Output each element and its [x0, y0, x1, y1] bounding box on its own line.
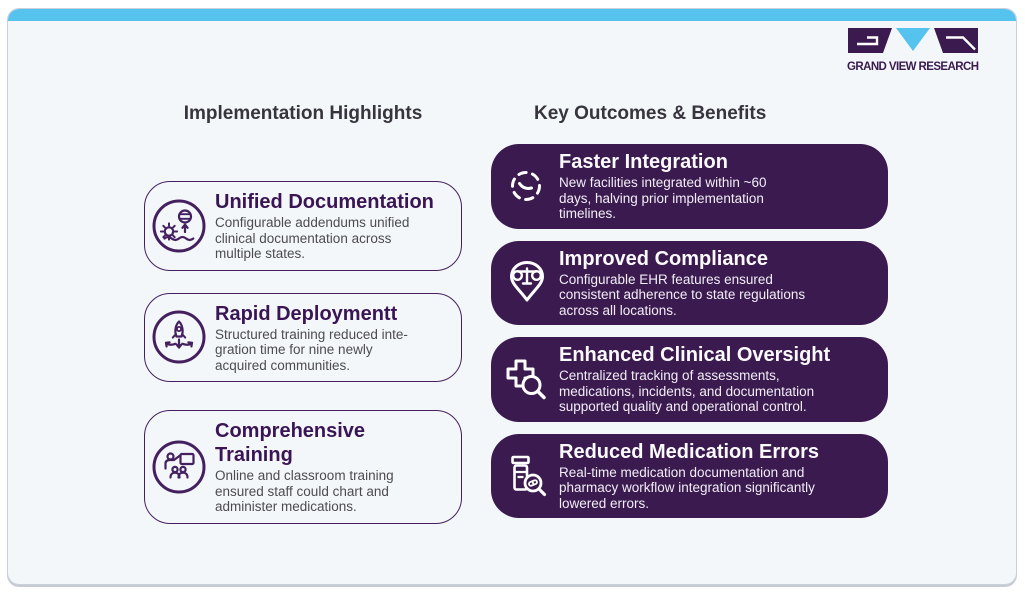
outcome-card-faster-integration: Faster Integration New facilities integr… — [491, 144, 888, 229]
card-title: Faster Integration — [559, 151, 728, 173]
card-text: Unified Documentation Configurable adden… — [215, 190, 434, 262]
classroom-training-icon — [151, 439, 207, 495]
outcome-card-enhanced-clinical-oversight: Enhanced Clinical Oversight Centralized … — [491, 337, 888, 422]
top-accent-bar — [8, 9, 1016, 21]
card-description: Configurable addendums unified clinical … — [215, 215, 410, 261]
card-title: Rapid Deploymentt — [215, 302, 398, 325]
card-title: Unified Documentation — [215, 191, 434, 213]
card-description: New facilities integrated within ~60 day… — [559, 175, 767, 221]
grand-view-research-logo: GRAND VIEW RESEARCH — [846, 28, 994, 76]
card-title: Reduced Medication Errors — [559, 440, 820, 463]
logo-wordmark: GRAND VIEW RESEARCH — [847, 61, 980, 73]
card-text: Faster Integration New facilities integr… — [559, 151, 766, 222]
highlight-card-rapid-deployment: Rapid Deploymentt Structured training re… — [144, 292, 462, 382]
card-description: Centralized tracking of assessments, med… — [559, 368, 815, 414]
key-outcomes-column: Key Outcomes & Benefits Faster Integrati… — [491, 101, 888, 518]
card-text: Reduced Medication Errors Real-time medi… — [559, 441, 819, 512]
card-title: Comprehensive Training — [215, 420, 366, 466]
card-text: Comprehensive Training Online and classr… — [215, 419, 447, 515]
card-title: Enhanced Clinical Oversight — [559, 344, 831, 366]
pill-bottle-magnifier-icon — [503, 451, 551, 501]
rocket-deploy-icon — [151, 309, 207, 365]
outcome-card-reduced-medication-errors: Reduced Medication Errors Real-time medi… — [491, 433, 888, 518]
gear-launch-icon — [151, 198, 207, 254]
dashed-gauge-icon — [503, 161, 551, 211]
highlight-card-unified-documentation: Unified Documentation Configurable adden… — [144, 181, 462, 271]
card-text: Improved Compliance Configurable EHR fea… — [559, 248, 805, 319]
infographic-board: GRAND VIEW RESEARCH Implementation Highl… — [7, 8, 1017, 585]
card-title: Improved Compliance — [559, 247, 768, 270]
card-description: Real-time medication documentation and p… — [559, 464, 815, 511]
implementation-highlights-column: Implementation Highlights Unified Docume… — [144, 101, 462, 524]
card-description: Structured training reduced inte- gratio… — [215, 326, 408, 373]
highlight-card-comprehensive-training: Comprehensive Training Online and classr… — [144, 410, 462, 524]
card-description: Configurable EHR features ensured consis… — [559, 271, 806, 318]
medical-cross-magnifier-icon — [503, 354, 551, 404]
outcome-card-improved-compliance: Improved Compliance Configurable EHR fea… — [491, 240, 888, 325]
right-column-heading: Key Outcomes & Benefits — [534, 103, 767, 124]
card-text: Rapid Deploymentt Structured training re… — [215, 302, 408, 374]
left-column-heading: Implementation Highlights — [183, 103, 423, 124]
card-text: Enhanced Clinical Oversight Centralized … — [559, 344, 830, 415]
gvr-logo-icon: GRAND VIEW RESEARCH — [847, 28, 980, 73]
card-description: Online and classroom training ensured st… — [215, 468, 394, 514]
compliance-pin-scale-icon — [503, 258, 551, 308]
